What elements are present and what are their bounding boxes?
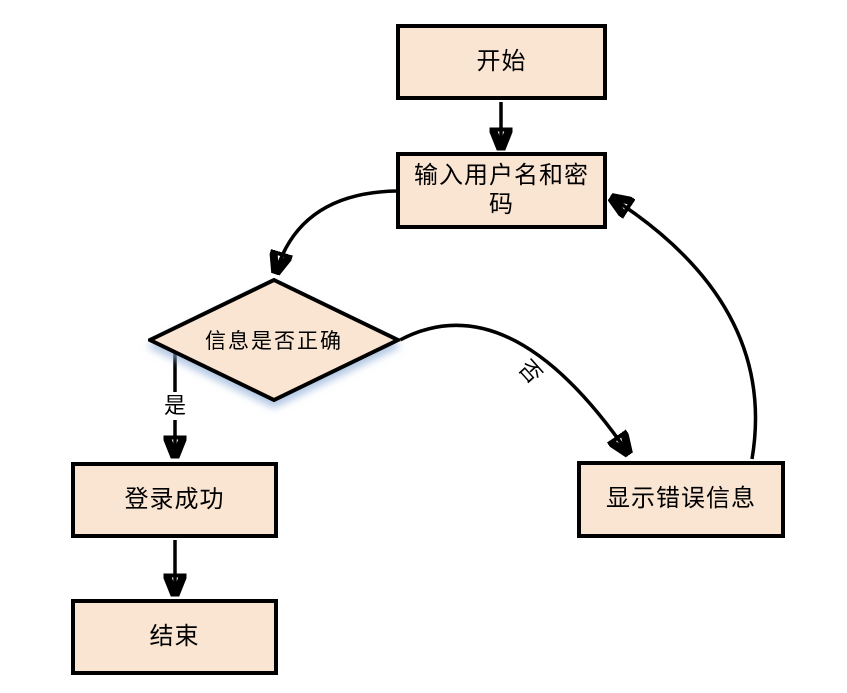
input-credentials-node: 输入用户名和密码 [396,152,607,229]
start-node: 开始 [396,24,607,100]
decision-node-label: 信息是否正确 [205,330,343,353]
input-credentials-node-label: 输入用户名和密码 [414,162,589,218]
end-node: 结束 [71,599,278,675]
arrow-error-to-input [612,198,758,460]
end-node-label: 结束 [149,622,200,650]
edge-label-yes: 是 [160,392,190,420]
start-node-label: 开始 [476,47,527,75]
arrow-decision-no-to-error [399,323,628,453]
show-error-node-label: 显示错误信息 [606,485,756,513]
decision-diamond-shape [148,278,400,402]
show-error-node: 显示错误信息 [577,461,785,538]
decision-node: 信息是否正确 [148,278,400,402]
login-success-node-label: 登录成功 [124,485,225,513]
arrow-input-to-decision [276,189,397,272]
login-success-node: 登录成功 [71,462,278,538]
